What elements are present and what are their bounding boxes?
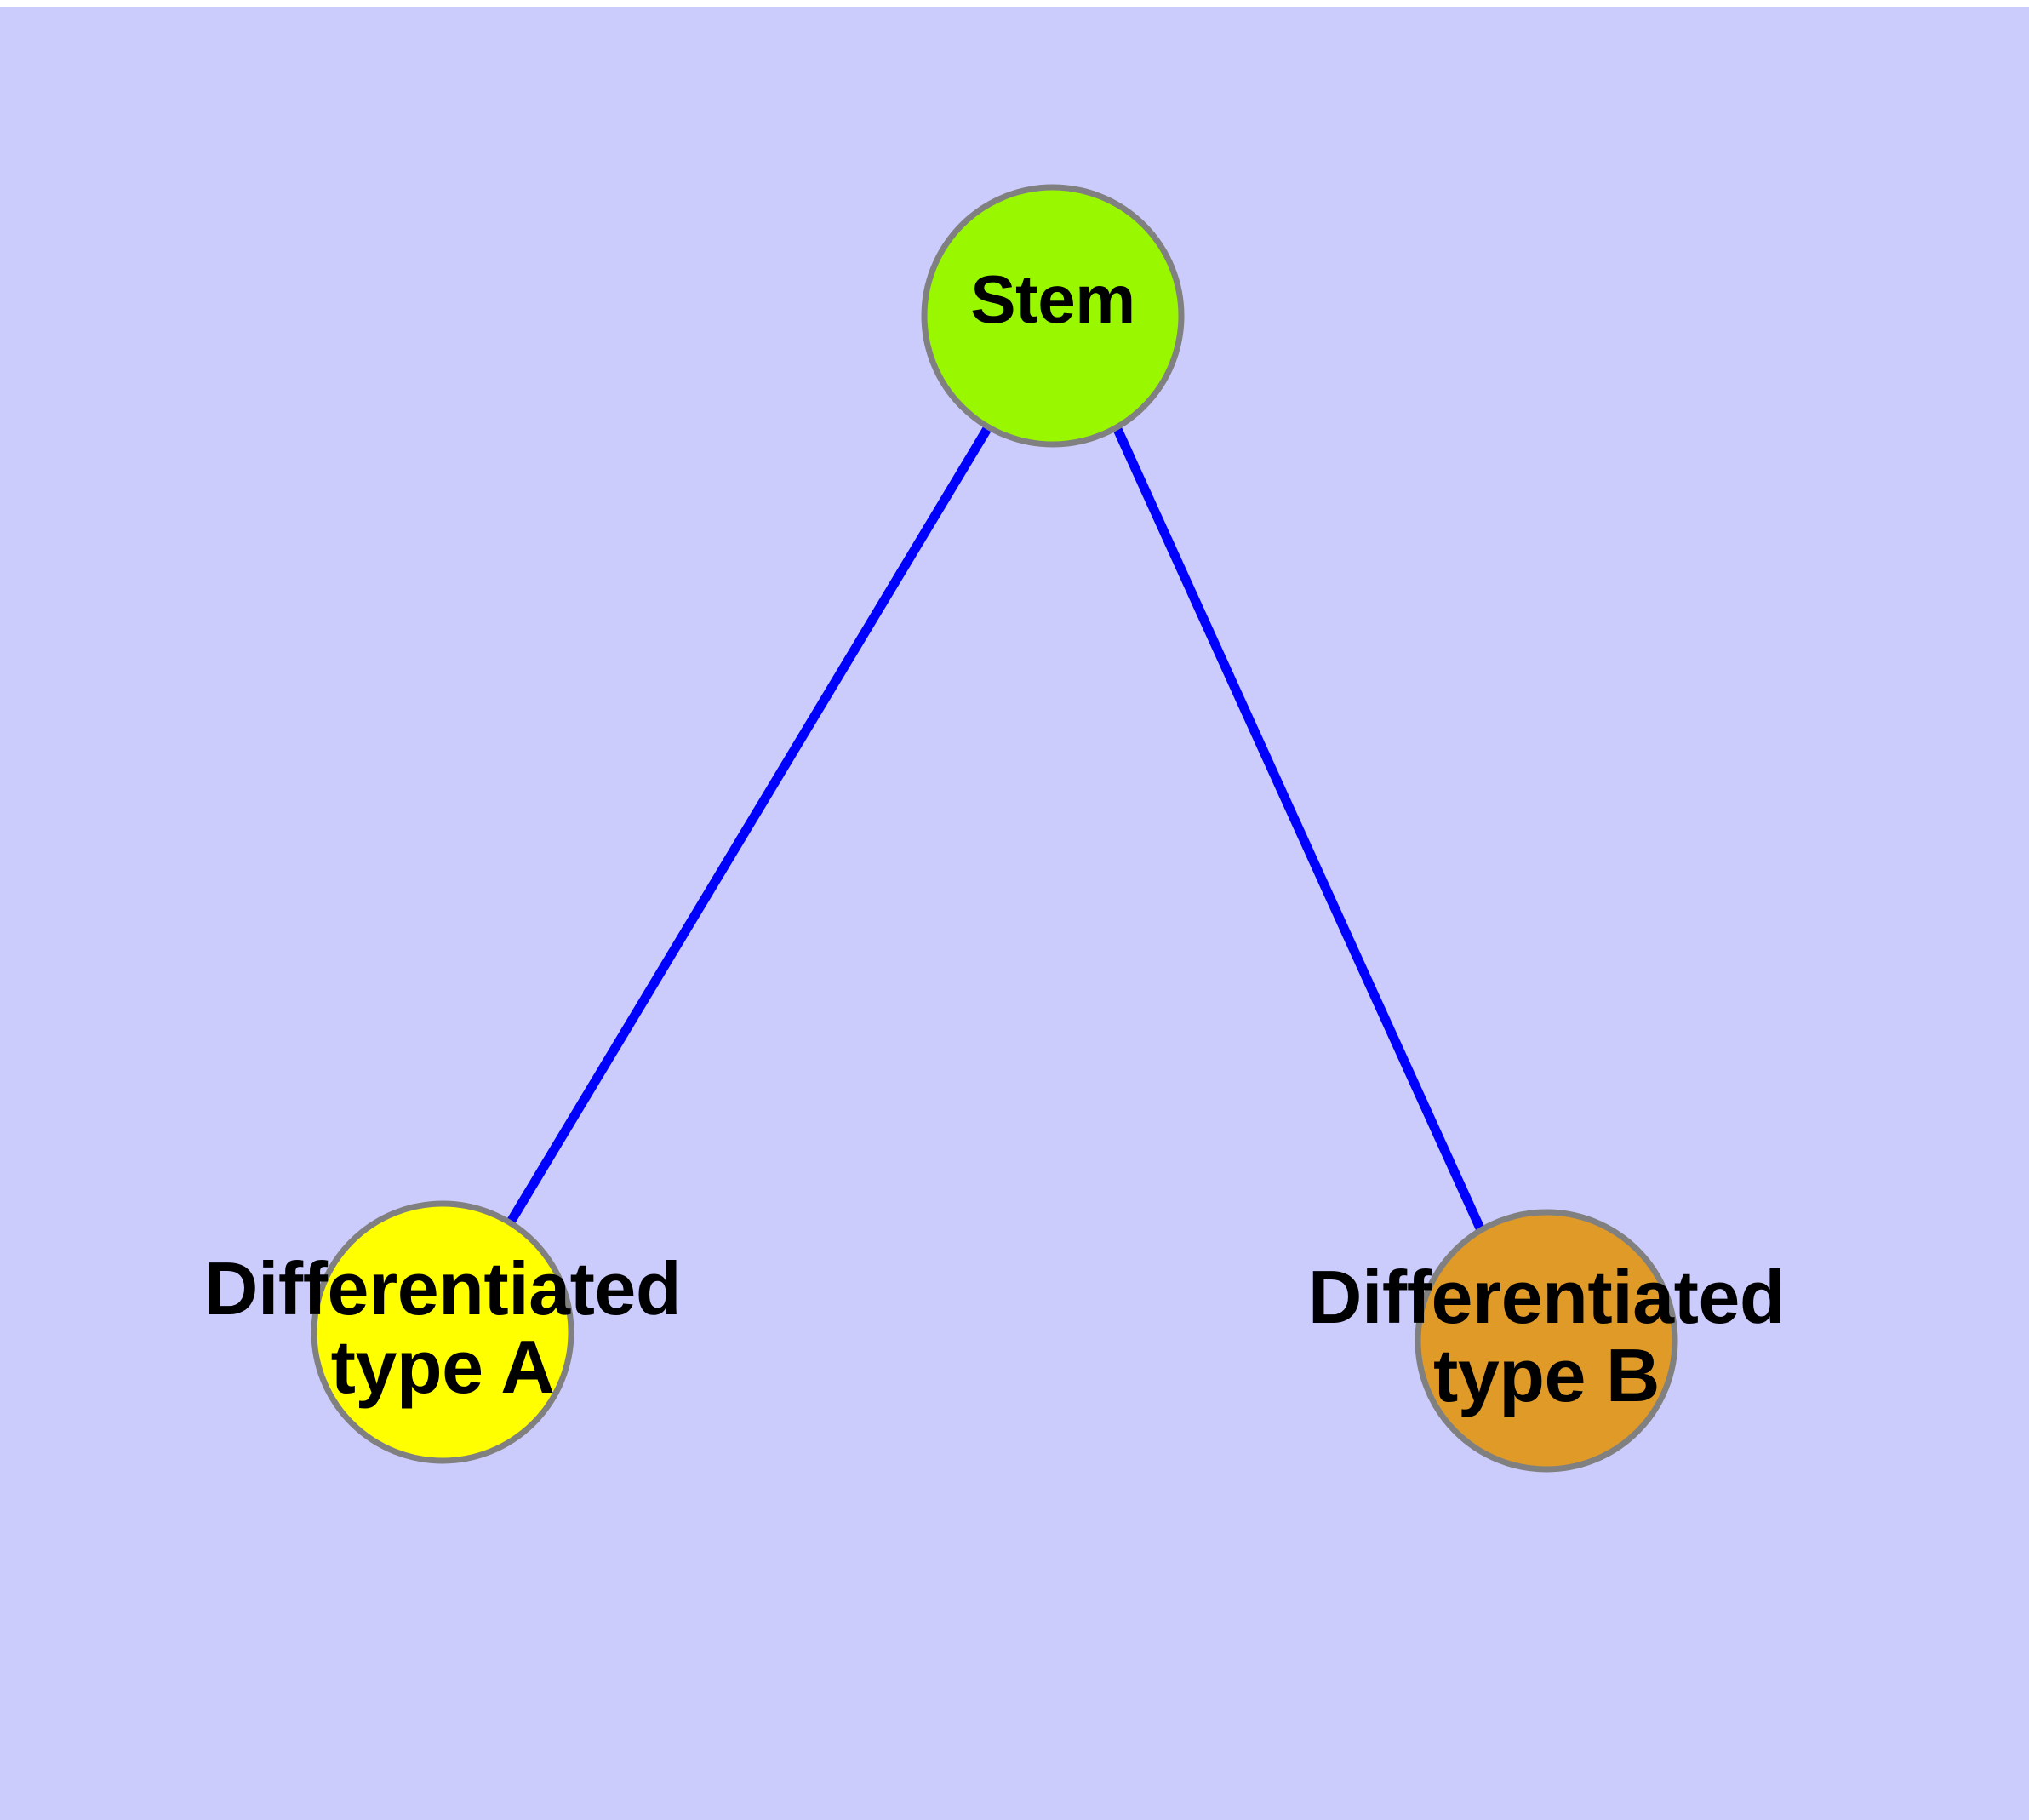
node-stem-circle[interactable]: [921, 184, 1185, 448]
node-differentiated-type-b-circle[interactable]: [1415, 1209, 1678, 1473]
node-layer: [311, 184, 1678, 1473]
edge-layer: [506, 425, 1486, 1233]
edge-stem-to-type-b[interactable]: [1112, 425, 1486, 1233]
node-differentiated-type-a-circle[interactable]: [311, 1200, 574, 1464]
edge-stem-to-type-a[interactable]: [506, 425, 992, 1226]
